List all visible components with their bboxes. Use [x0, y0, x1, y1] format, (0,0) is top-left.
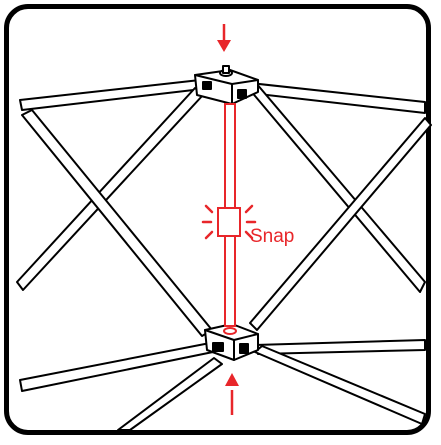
down-arrow-icon [217, 24, 231, 52]
left-top-rail [19, 79, 203, 111]
snap-label: Snap [250, 226, 295, 247]
bottom-hub [204, 323, 259, 361]
right-scissor-bar-a [249, 82, 426, 293]
right-lower-rail [254, 345, 426, 425]
snap-burst-icon [201, 204, 257, 240]
front-bottom-rail [117, 357, 223, 431]
left-scissor-bar-a [16, 87, 204, 291]
center-pole [217, 103, 241, 335]
right-scissor-bar-b [249, 117, 432, 331]
right-bottom-rail [254, 339, 426, 355]
left-scissor-bar-b [21, 109, 213, 337]
up-arrow-icon [225, 373, 239, 415]
top-hub [194, 65, 259, 105]
